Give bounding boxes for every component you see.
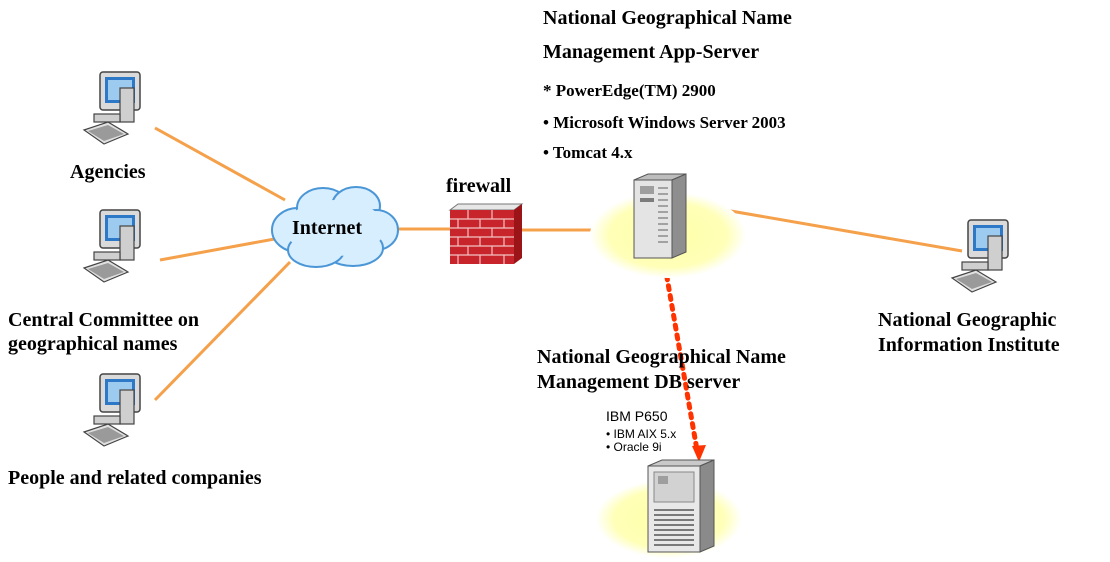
computer-icon <box>82 71 141 145</box>
app-server-spec-2: • Microsoft Windows Server 2003 <box>543 113 786 132</box>
link-people-internet <box>153 260 292 402</box>
app-server-title-line1: National Geographical Name <box>543 7 792 29</box>
internet-label: Internet <box>292 217 362 239</box>
db-server-model: IBM P650 <box>606 408 668 424</box>
client-label-people: People and related companies <box>8 467 262 489</box>
app-server-spec-3: • Tomcat 4.x <box>543 143 633 162</box>
firewall-icon <box>448 203 524 264</box>
client-label-agencies: Agencies <box>70 161 146 183</box>
computer-icon <box>82 373 141 447</box>
firewall-label: firewall <box>446 175 512 197</box>
db-server-spec-2: • Oracle 9i <box>606 440 662 454</box>
computer-icon <box>82 209 141 283</box>
tower-server-icon <box>633 173 687 259</box>
institute-label-line1: National Geographic <box>878 309 1057 331</box>
db-server-spec-1: • IBM AIX 5.x <box>606 427 677 441</box>
arrowhead-down <box>692 445 706 462</box>
link-agencies-internet <box>154 126 286 202</box>
client-label-committee-line2: geographical names <box>8 333 178 355</box>
link-appserver-institute <box>724 208 963 253</box>
db-server-title-line2: Management DB server <box>537 371 741 393</box>
cloud-icon <box>271 186 399 268</box>
institute-label-line2: Information Institute <box>878 334 1060 356</box>
app-server-title-line2: Management App-Server <box>543 41 760 63</box>
client-label-committee-line1: Central Committee on <box>8 309 200 331</box>
computer-icon <box>950 219 1009 293</box>
app-server-spec-1: * PowerEdge(TM) 2900 <box>543 81 716 100</box>
db-server-title-line1: National Geographical Name <box>537 346 786 368</box>
link-committee-internet <box>159 236 281 262</box>
rack-server-icon <box>647 459 715 553</box>
link-appserver-dbserver <box>662 263 700 453</box>
